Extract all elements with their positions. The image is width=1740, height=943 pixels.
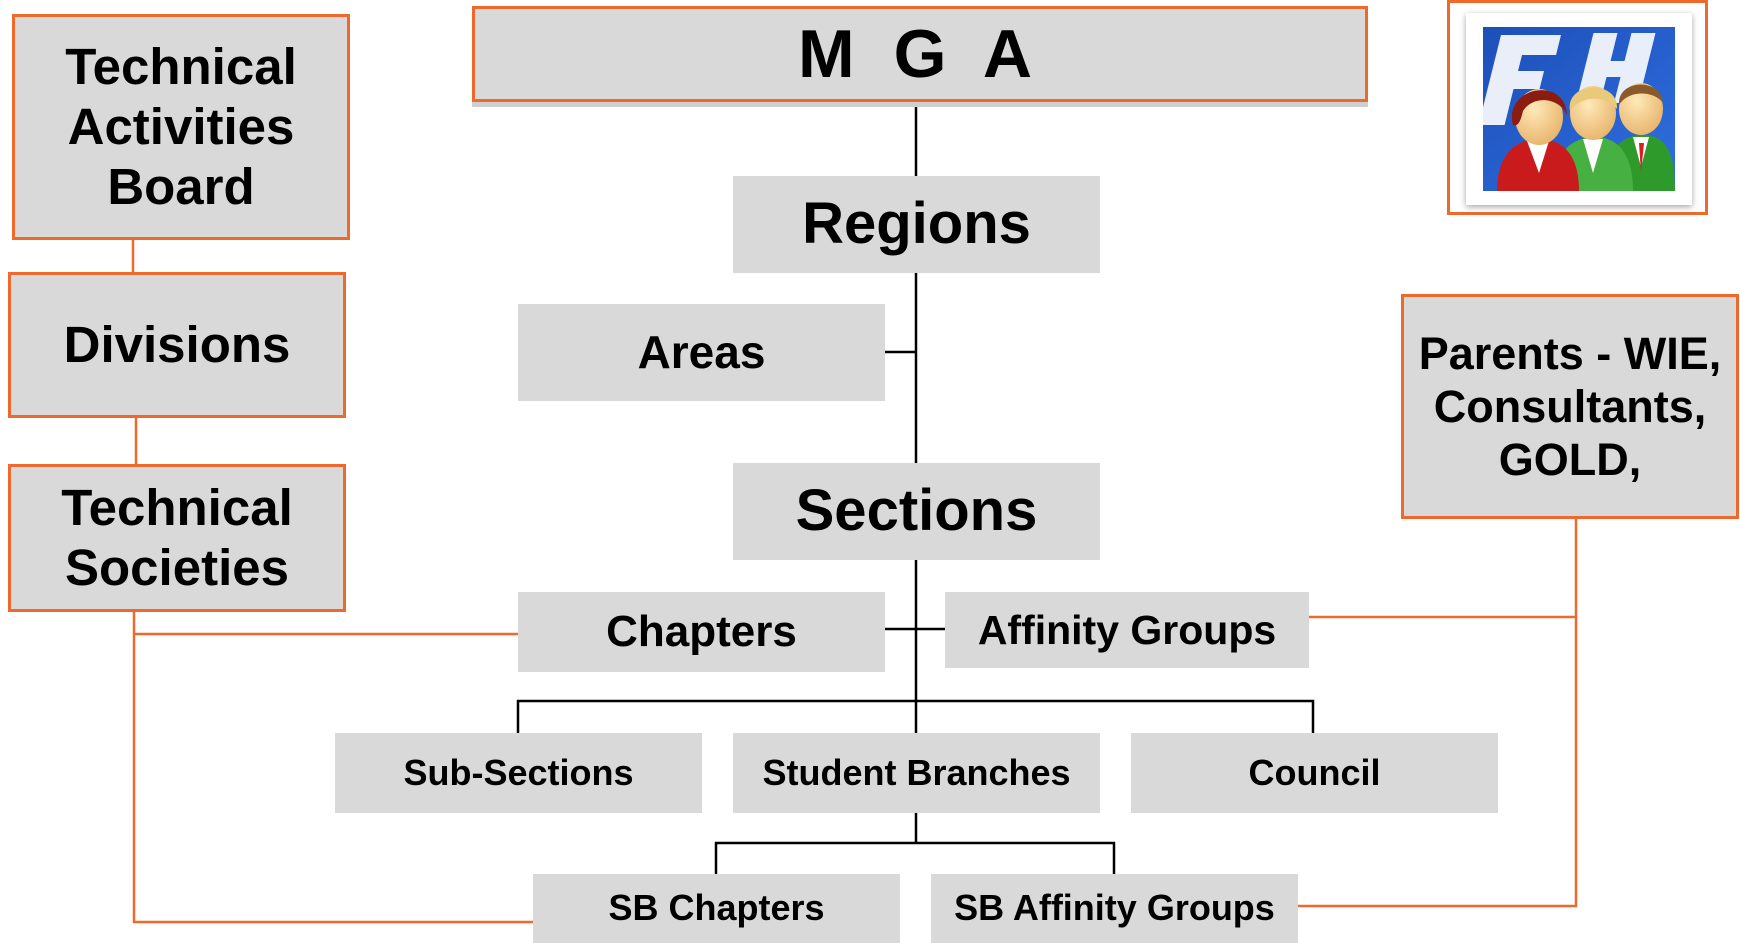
areas-box: Areas <box>518 304 885 401</box>
regions-box: Regions <box>733 176 1100 273</box>
connector-branch-row <box>516 699 1315 733</box>
chapters-box: Chapters <box>518 592 885 672</box>
technical-activities-board-box: Technical Activities Board <box>12 14 350 240</box>
technical-societies-box: Technical Societies <box>8 464 346 612</box>
sb-chapters-box: SB Chapters <box>533 874 900 943</box>
connector-societies-sbchapters <box>132 612 533 924</box>
mga-box: M G A <box>472 6 1368 102</box>
divisions-box: Divisions <box>8 272 346 418</box>
sub-sections-box: Sub-Sections <box>335 733 702 813</box>
connector-sb-row <box>714 841 1116 874</box>
parents-box: Parents - WIE, Consultants, GOLD, <box>1401 294 1739 519</box>
student-branches-box: Student Branches <box>733 733 1100 813</box>
logo-card <box>1466 13 1692 205</box>
group-of-people-icon <box>1483 27 1675 191</box>
sb-affinity-groups-box: SB Affinity Groups <box>931 874 1298 943</box>
affinity-groups-box: Affinity Groups <box>945 592 1309 668</box>
logo-frame <box>1447 0 1708 215</box>
council-box: Council <box>1131 733 1498 813</box>
sections-box: Sections <box>733 463 1100 560</box>
connector-parents-sbaffinity <box>1298 519 1578 908</box>
